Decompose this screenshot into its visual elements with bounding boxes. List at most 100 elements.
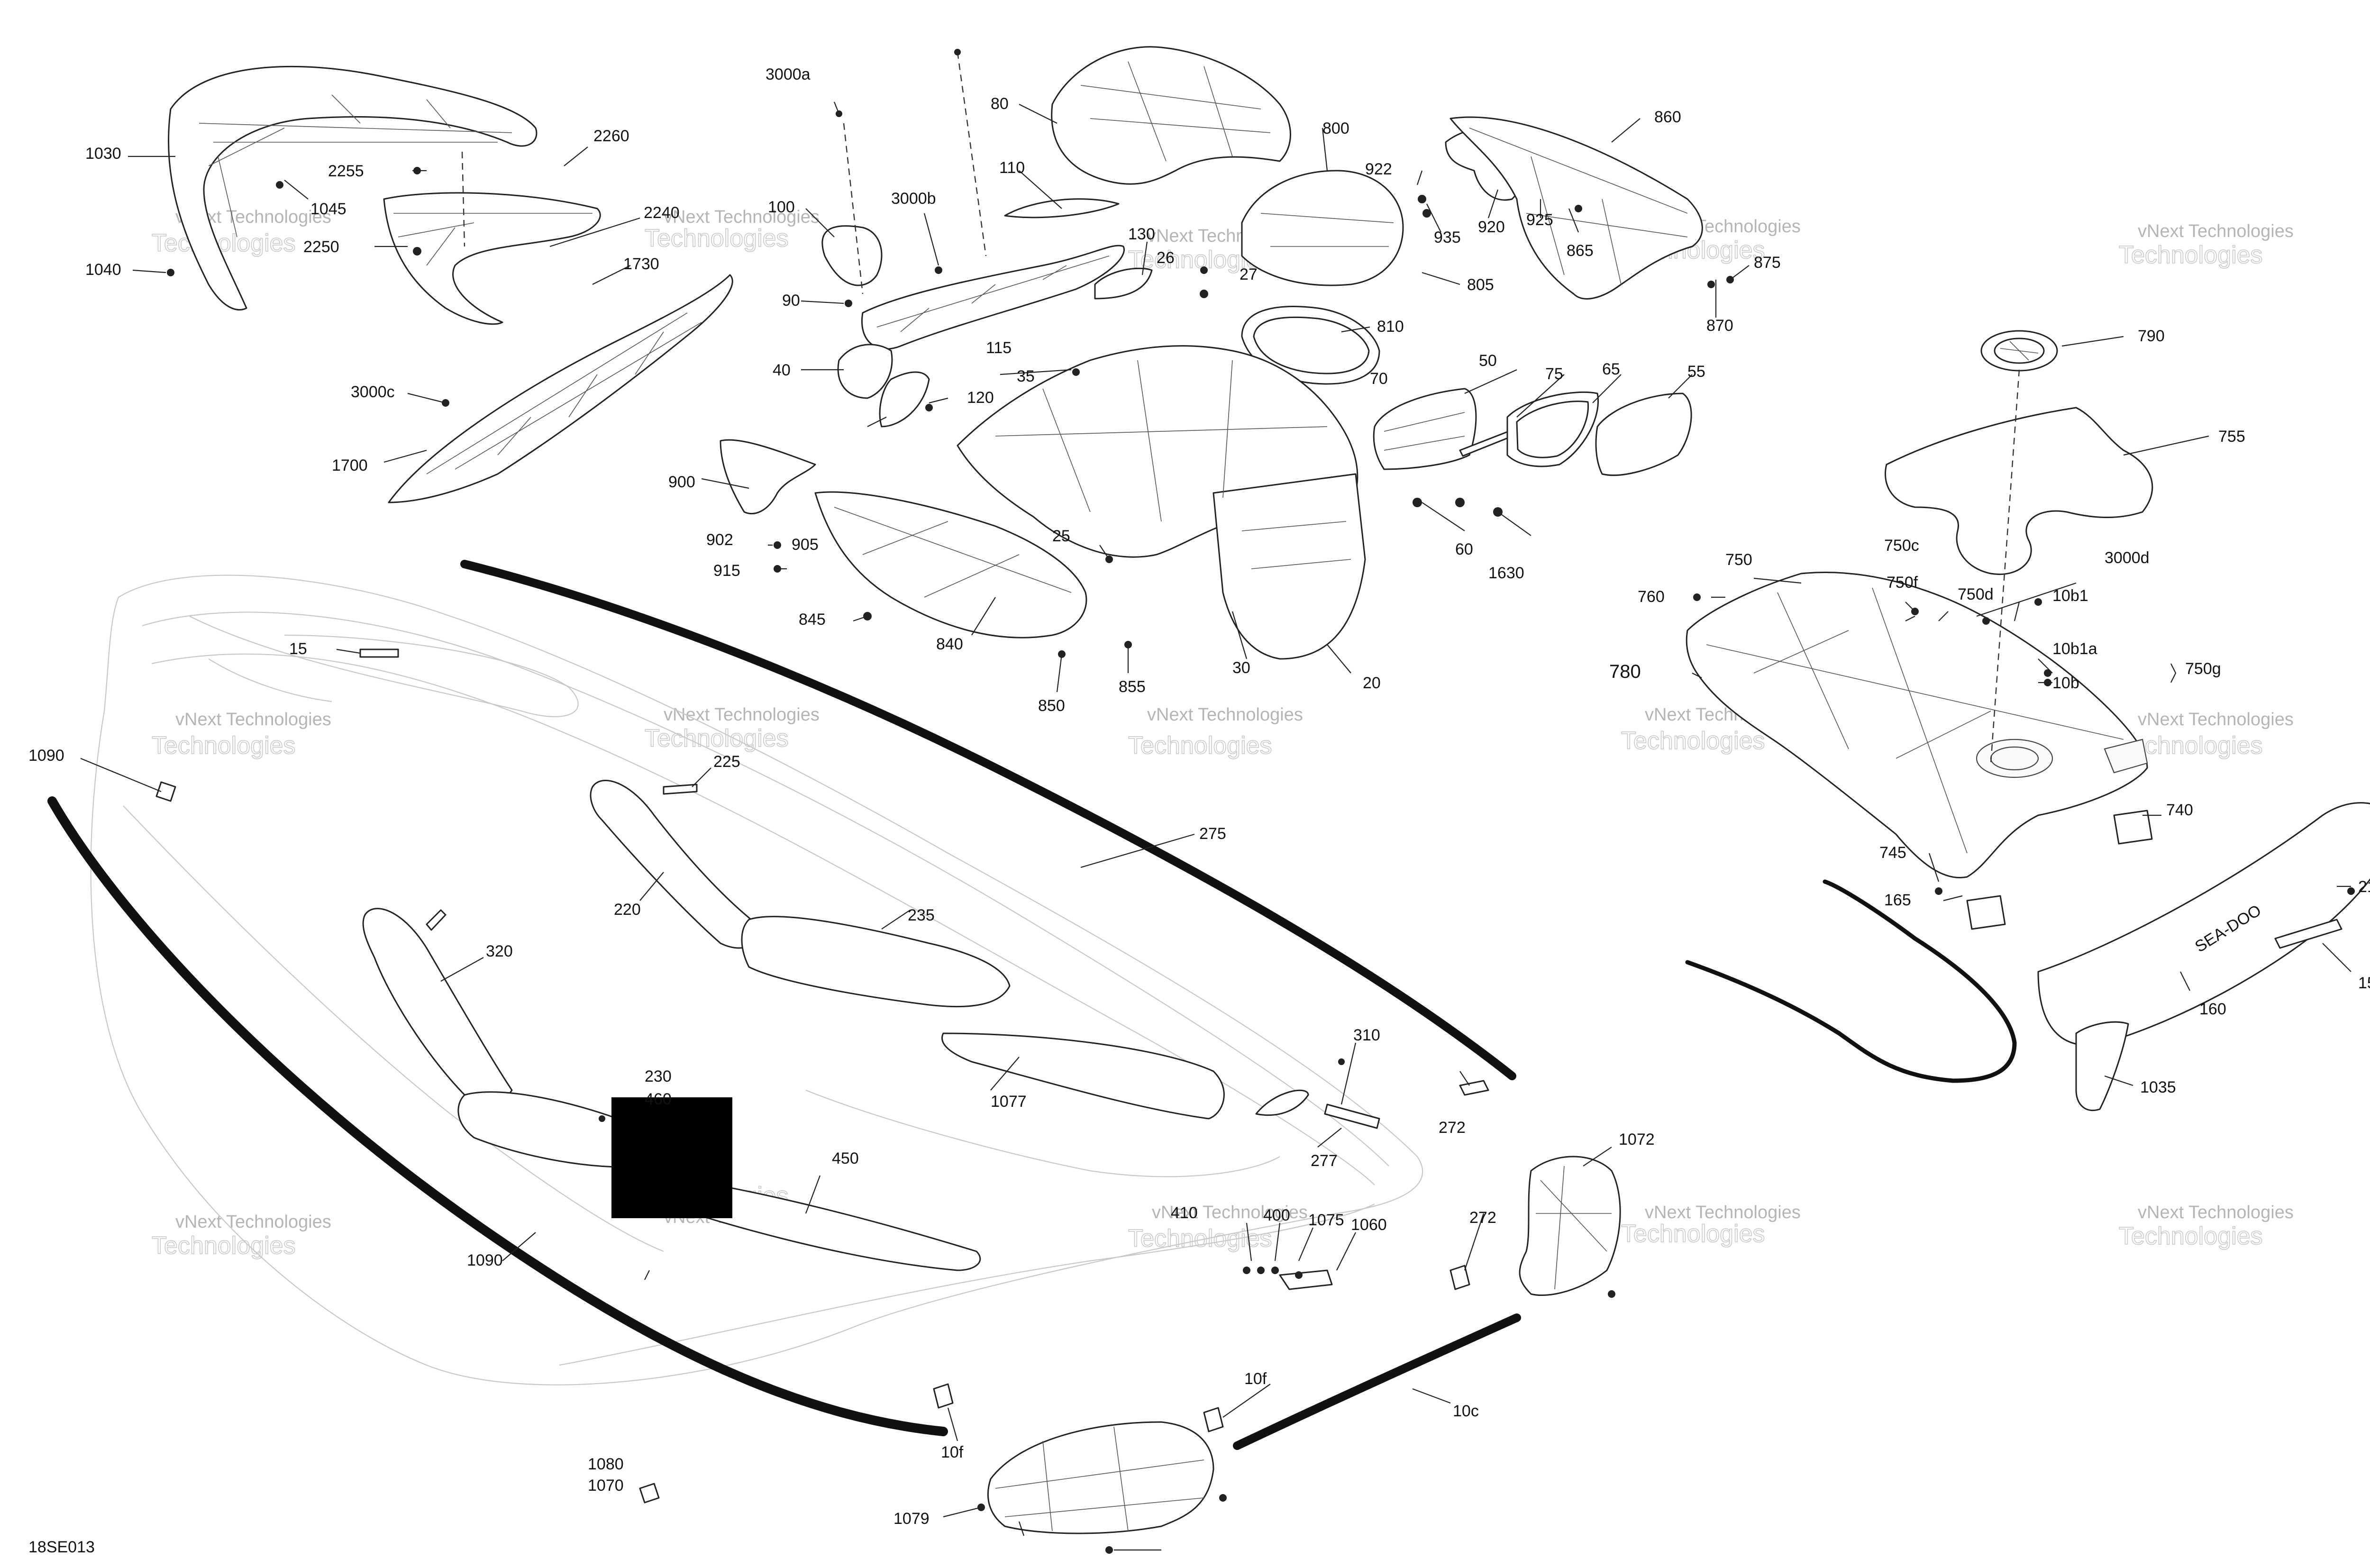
part-130-panel bbox=[1094, 267, 1153, 300]
callout-label: 220 bbox=[614, 901, 641, 919]
callout-label: 110 bbox=[999, 159, 1025, 177]
callout-label: 922 bbox=[1365, 160, 1392, 178]
callout-label: 3000d bbox=[2105, 549, 2150, 567]
callout-label: 10c bbox=[1453, 1402, 1479, 1420]
callout-label: 760 bbox=[1638, 588, 1665, 606]
callout-label: 755 bbox=[2218, 428, 2245, 446]
watermark: vNext Technologies Technologies bbox=[1621, 1203, 1801, 1248]
part-745-block bbox=[1966, 895, 2006, 930]
callout-label: 115 bbox=[986, 339, 1012, 357]
callout-label: 840 bbox=[936, 635, 963, 653]
callout-label: 865 bbox=[1567, 242, 1594, 260]
callout-label: 1040 bbox=[85, 261, 121, 279]
callout-label: 2250 bbox=[303, 238, 339, 256]
svg-text:Technologies: Technologies bbox=[1128, 732, 1272, 759]
part-10c-clip bbox=[639, 1483, 660, 1504]
callout-label: 235 bbox=[908, 906, 935, 924]
fasteners bbox=[167, 49, 2355, 1554]
callout-label: 740 bbox=[2166, 801, 2193, 819]
svg-text:Technologies: Technologies bbox=[152, 1232, 296, 1259]
svg-text:vNext Technologies: vNext Technologies bbox=[664, 705, 820, 725]
part-65-gasket bbox=[1506, 392, 1599, 467]
part-30-storage-bin bbox=[957, 345, 1366, 660]
svg-text:Technologies: Technologies bbox=[2119, 241, 2263, 269]
callout-label: 410 bbox=[1171, 1204, 1198, 1222]
callout-label: 75 bbox=[1545, 365, 1563, 383]
callout-label: 905 bbox=[792, 536, 819, 554]
callout-label: 1630 bbox=[1488, 564, 1524, 582]
callout-label: 150 bbox=[2358, 974, 2370, 992]
watermark-group: vNext Technologies Technologies vNext Te… bbox=[151, 207, 2294, 1260]
watermark: vNext Technologies Technologies bbox=[151, 207, 331, 257]
leader-lines bbox=[80, 101, 2352, 1551]
callout-label: 1090 bbox=[28, 747, 64, 765]
part-40-bracket bbox=[837, 344, 893, 399]
part-1072-clip bbox=[933, 1383, 1224, 1432]
svg-text:vNext Technologies: vNext Technologies bbox=[1147, 705, 1303, 725]
diagram-id: 18SE013 bbox=[28, 1538, 95, 1556]
callout-label: 1035 bbox=[2140, 1078, 2176, 1096]
callout-label: 1070 bbox=[588, 1477, 624, 1495]
svg-text:vNext Technologies: vNext Technologies bbox=[2138, 1203, 2294, 1222]
callout-label: 230 bbox=[645, 1067, 672, 1085]
callout-label: 275 bbox=[1199, 825, 1226, 843]
callout-label: 915 bbox=[713, 562, 740, 580]
watermark: vNext Technologies Technologies bbox=[644, 207, 820, 253]
callout-label: 935 bbox=[1434, 228, 1461, 246]
callout-label: 26 bbox=[1157, 249, 1175, 267]
callout-label: 1045 bbox=[310, 200, 346, 218]
part-780-block bbox=[2113, 810, 2153, 845]
callout-label: 750g bbox=[2185, 660, 2221, 678]
callout-label: 3000c bbox=[351, 383, 395, 401]
svg-text:vNext Technologies: vNext Technologies bbox=[1152, 1203, 1308, 1222]
callout-label: 160 bbox=[2199, 1000, 2226, 1018]
watermark: vNext Technologies Technologies bbox=[2118, 1203, 2294, 1250]
part-2250-panel bbox=[383, 192, 601, 325]
callout-label: 55 bbox=[1687, 363, 1705, 381]
watermark: vNext Technologies Technologies bbox=[151, 1212, 331, 1260]
callout-label: 320 bbox=[486, 942, 513, 960]
part-310-bracket bbox=[1324, 1103, 1380, 1129]
part-small-trim bbox=[1255, 1089, 1309, 1116]
svg-text:Technologies: Technologies bbox=[1128, 1225, 1272, 1252]
svg-text:vNext Technologies: vNext Technologies bbox=[2138, 710, 2294, 729]
callout-label: 272 bbox=[1469, 1209, 1496, 1227]
callout-label: 920 bbox=[1478, 218, 1505, 236]
callout-label: 900 bbox=[668, 473, 695, 491]
part-15-insert bbox=[426, 784, 698, 931]
part-1090-rub-strip-top bbox=[460, 560, 1516, 1080]
callout-label: 805 bbox=[1467, 276, 1494, 294]
callout-label: 855 bbox=[1119, 678, 1146, 696]
callout-label: 850 bbox=[1038, 697, 1065, 715]
callout-label: 800 bbox=[1322, 119, 1349, 137]
part-210-badge-plate: SEA-DOO bbox=[2037, 802, 2370, 1046]
callout-label: 810 bbox=[1377, 318, 1404, 336]
callout-label: 870 bbox=[1706, 317, 1733, 335]
redaction-box bbox=[611, 1097, 732, 1218]
part-120-panel bbox=[879, 371, 930, 428]
callout-label: 845 bbox=[799, 611, 826, 629]
callout-label: 10b bbox=[2052, 674, 2079, 692]
part-1060-rub-strip-rear bbox=[1233, 1313, 1521, 1450]
callout-label: 750d bbox=[1958, 585, 1994, 603]
callout-label: 30 bbox=[1232, 659, 1250, 677]
part-900-bracket bbox=[720, 439, 816, 515]
svg-text:vNext Technologies: vNext Technologies bbox=[175, 710, 331, 729]
callout-label: 25 bbox=[1052, 527, 1070, 545]
part-750-rear-deck bbox=[1686, 571, 2148, 878]
callout-label: 3000a bbox=[766, 65, 811, 83]
callout-label: 277 bbox=[1311, 1152, 1338, 1170]
callout-label: 20 bbox=[1363, 674, 1381, 692]
callout-label: 902 bbox=[706, 531, 733, 549]
callout-label: 925 bbox=[1526, 211, 1553, 229]
watermark: vNext Technologies Technologies bbox=[2118, 221, 2294, 269]
callout-label: 780 bbox=[1609, 661, 1641, 682]
part-755-mat bbox=[1885, 407, 2153, 575]
callout-label: 400 bbox=[1263, 1206, 1290, 1224]
callout-label: 1030 bbox=[85, 145, 121, 163]
callout-label: 10f bbox=[941, 1443, 964, 1461]
callout-label: 2255 bbox=[328, 162, 364, 180]
watermark: vNext Technologies Technologies bbox=[151, 710, 331, 760]
svg-text:Technologies: Technologies bbox=[152, 229, 296, 257]
